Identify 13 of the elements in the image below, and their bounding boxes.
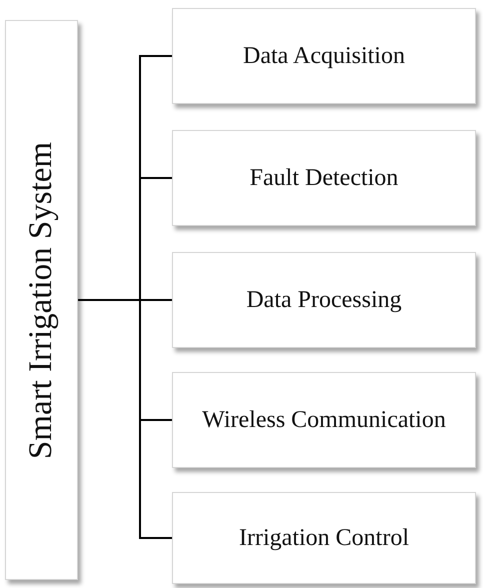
category-label: Fault Detection bbox=[250, 164, 398, 192]
category-label: Irrigation Control bbox=[239, 524, 409, 552]
category-box bbox=[172, 130, 476, 226]
category-label: Data Processing bbox=[246, 286, 402, 314]
category-label: Wireless Communication bbox=[202, 406, 446, 434]
root-box bbox=[5, 20, 78, 580]
system-title: Smart Irrigation System bbox=[23, 141, 60, 459]
category-box bbox=[172, 252, 476, 348]
category-box bbox=[172, 372, 476, 468]
category-box bbox=[172, 8, 476, 104]
connector-line bbox=[78, 299, 172, 539]
category-box bbox=[172, 492, 476, 584]
category-label: Data Acquisition bbox=[243, 42, 405, 70]
